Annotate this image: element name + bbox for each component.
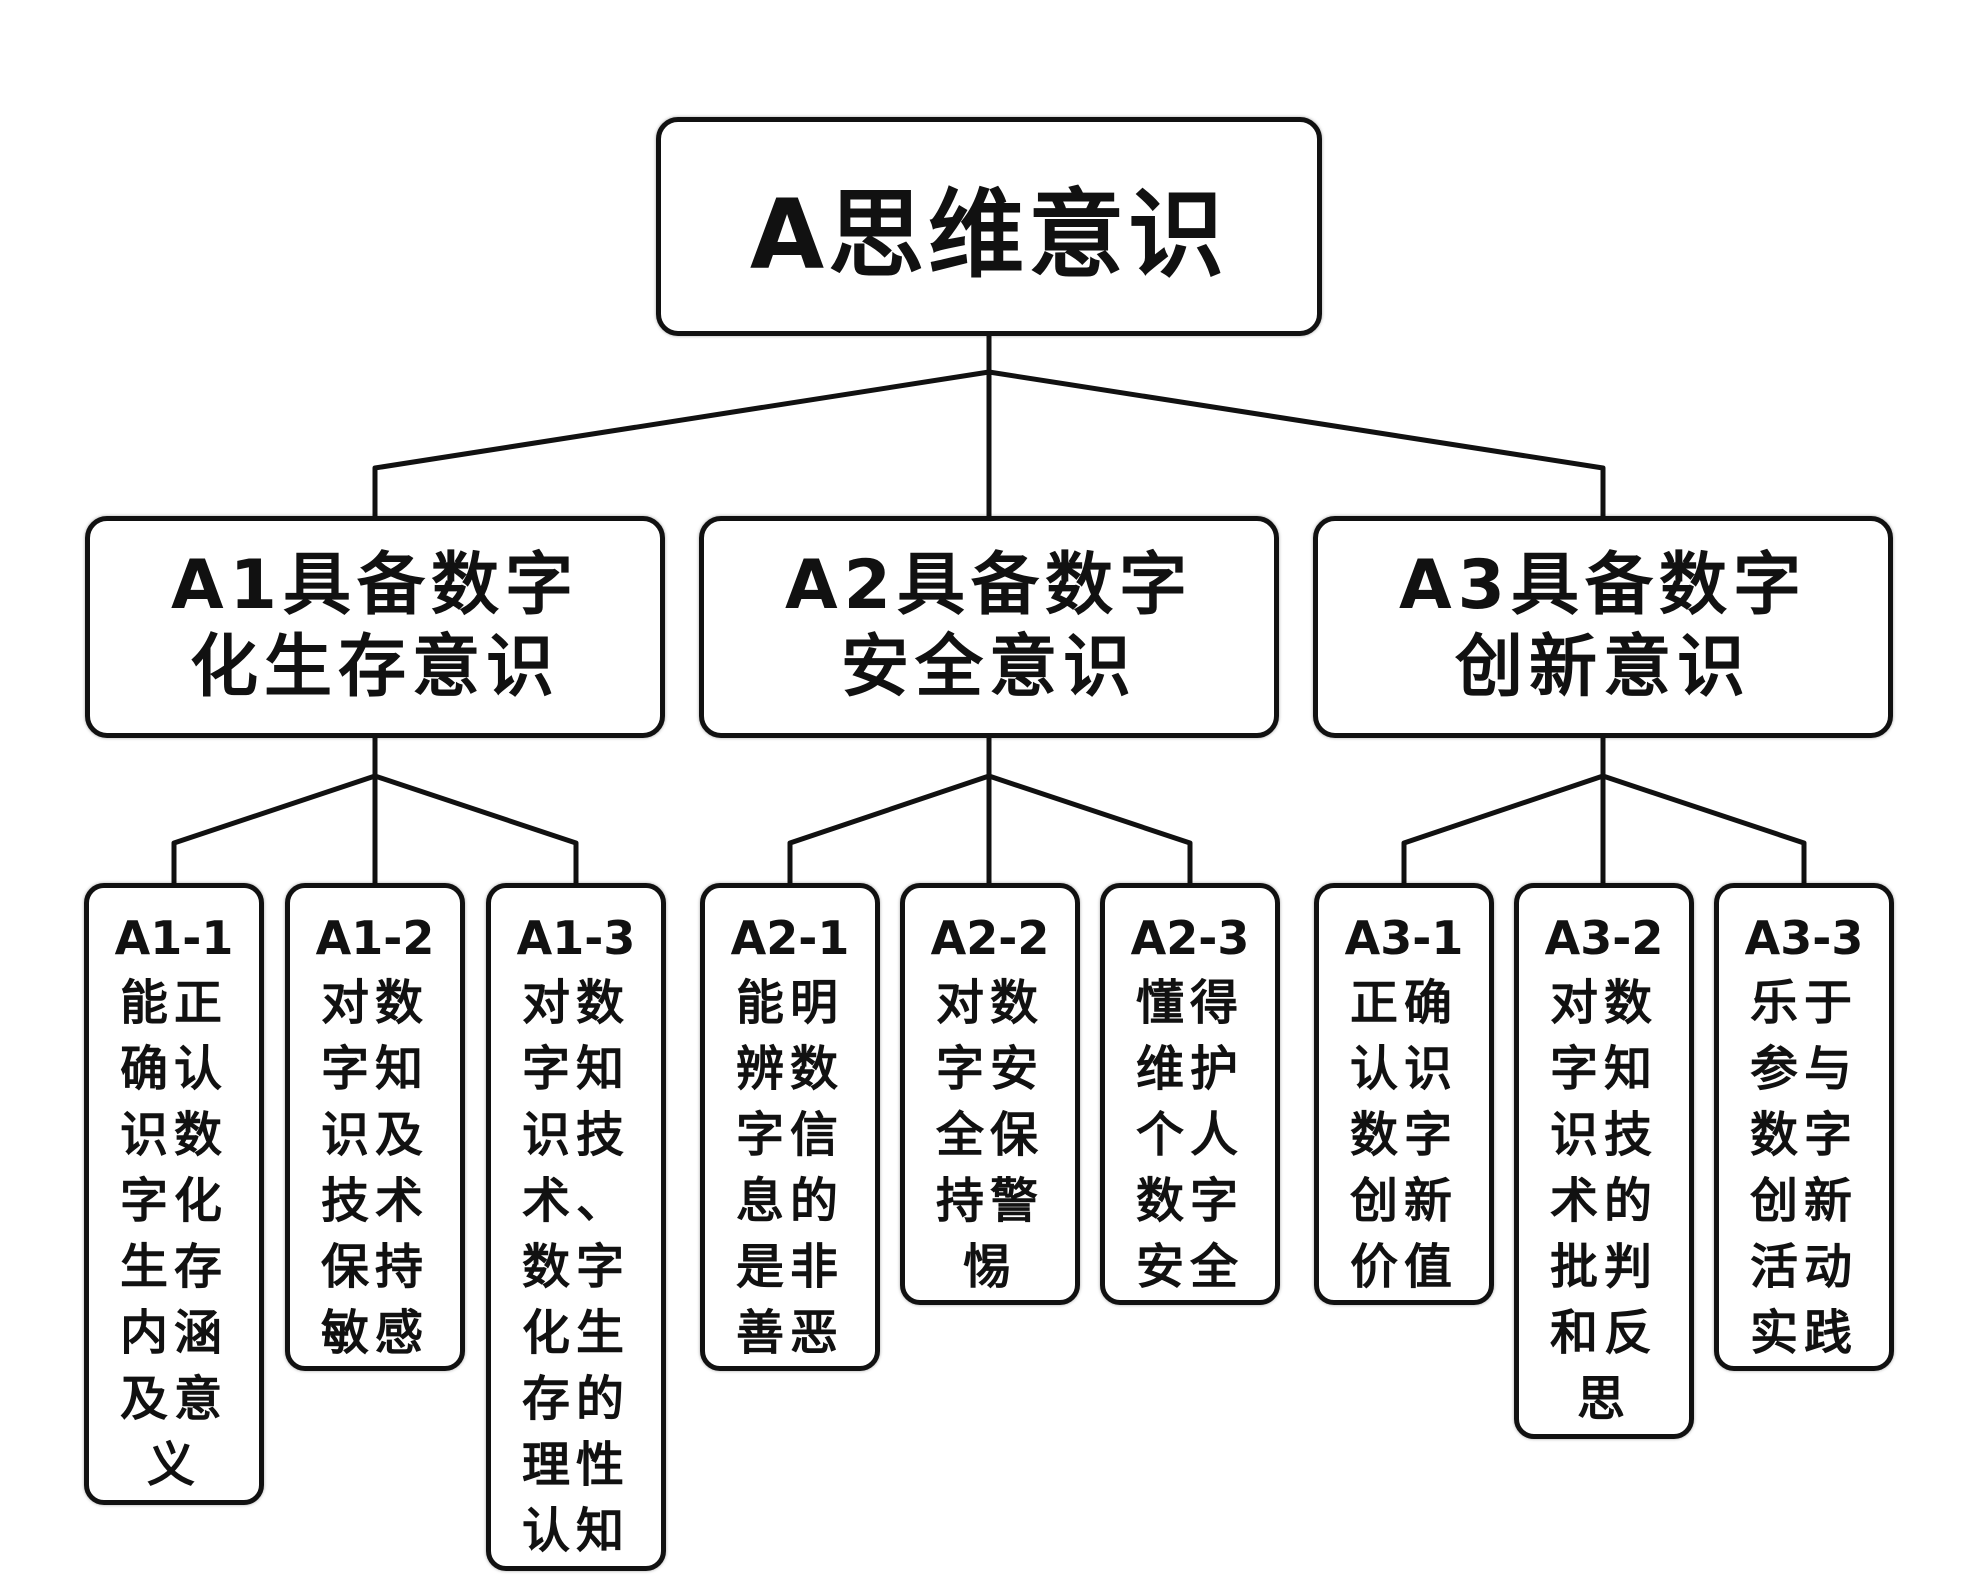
node-a3-1-code: A3-1 [1344,911,1464,965]
connector-root-a3 [986,369,1606,519]
node-a2-2: A2-2 对数字安全保持警惕 [900,883,1080,1305]
node-a2-3-text: 懂得维护个人数字安全 [1135,975,1244,1295]
node-a1-2: A1-2 对数字知识及技术保持敏感 [285,883,465,1371]
node-a1-2-text: 对数字知识及技术保持敏感 [320,975,429,1361]
node-a3-3: A3-3 乐于参与数字创新活动实践 [1714,883,1894,1371]
node-a2-1: A2-1 能明辨数字信息的是非善恶 [700,883,880,1371]
connector-a3-a3-3 [1600,773,1807,886]
node-a1-1-code: A1-1 [114,911,234,965]
node-a1-3-code: A1-3 [516,911,636,965]
node-a2-1-code: A2-1 [730,911,850,965]
root-node: A思维意识 [656,117,1322,336]
node-a3-1-text: 正确认识数字创新价值 [1349,975,1458,1295]
connector-a1-a1-1 [171,735,378,886]
node-a1: A1具备数字化生存意识 [85,516,665,738]
node-a2-label: A2具备数字安全意识 [785,546,1193,707]
node-a3-2: A3-2 对数字知识技术的批判和反思 [1514,883,1694,1439]
node-a1-3: A1-3 对数字知识技术、数字化生存的理性认知 [486,883,666,1571]
root-label: A思维意识 [749,179,1229,291]
connector-root-a1 [372,333,992,519]
node-a2-1-text: 能明辨数字信息的是非善恶 [735,975,844,1361]
node-a1-3-text: 对数字知识技术、数字化生存的理性认知 [521,975,630,1559]
connector-a1-a1-3 [372,773,579,886]
node-a2-2-code: A2-2 [930,911,1050,965]
node-a2-3-code: A2-3 [1130,911,1250,965]
node-a1-1-text: 能正确认识数字化生存内涵及意义 [119,975,228,1493]
node-a2-2-text: 对数字安全保持警惕 [935,975,1044,1295]
node-a3-1: A3-1 正确认识数字创新价值 [1314,883,1494,1305]
node-a3-label: A3具备数字创新意识 [1399,546,1807,707]
node-a3-2-code: A3-2 [1544,911,1664,965]
node-a1-label: A1具备数字化生存意识 [171,546,579,707]
node-a2: A2具备数字安全意识 [699,516,1279,738]
node-a3-3-text: 乐于参与数字创新活动实践 [1749,975,1858,1361]
node-a3: A3具备数字创新意识 [1313,516,1893,738]
node-a2-3: A2-3 懂得维护个人数字安全 [1100,883,1280,1305]
connector-a2-a2-1 [787,735,992,886]
node-a1-2-code: A1-2 [315,911,435,965]
node-a3-2-text: 对数字知识技术的批判和反思 [1549,975,1658,1427]
connector-a2-a2-3 [986,773,1193,886]
node-a1-1: A1-1 能正确认识数字化生存内涵及意义 [84,883,264,1505]
node-a3-3-code: A3-3 [1744,911,1864,965]
connector-a3-a3-1 [1401,735,1606,886]
